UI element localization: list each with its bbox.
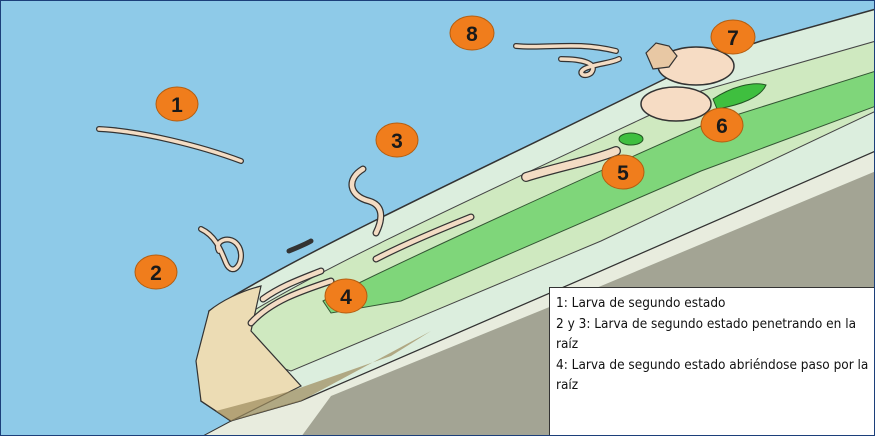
marker-3: 3 <box>376 123 418 157</box>
marker-4-label: 4 <box>340 286 352 309</box>
marker-6-label: 6 <box>716 115 728 138</box>
marker-7: 7 <box>711 20 755 54</box>
legend-line-3: 4: Larva de segundo estado abriéndose pa… <box>556 355 869 396</box>
legend-line-2: 2 y 3: Larva de segundo estado penetrand… <box>556 314 869 355</box>
legend-line-1: 1: Larva de segundo estado <box>556 293 869 314</box>
marker-5-label: 5 <box>617 162 629 185</box>
marker-1: 1 <box>156 87 198 121</box>
marker-7-label: 7 <box>727 27 739 50</box>
marker-8: 8 <box>450 16 494 50</box>
marker-2-label: 2 <box>150 262 162 285</box>
legend-box: 1: Larva de segundo estado 2 y 3: Larva … <box>549 287 875 436</box>
female-6 <box>641 87 711 121</box>
marker-3-label: 3 <box>391 130 403 153</box>
marker-6: 6 <box>701 108 743 142</box>
giant-cell-5 <box>619 133 643 145</box>
marker-5: 5 <box>602 155 644 189</box>
marker-8-label: 8 <box>466 23 478 46</box>
marker-4: 4 <box>325 279 367 313</box>
marker-1-label: 1 <box>171 94 183 117</box>
marker-2: 2 <box>135 255 177 289</box>
